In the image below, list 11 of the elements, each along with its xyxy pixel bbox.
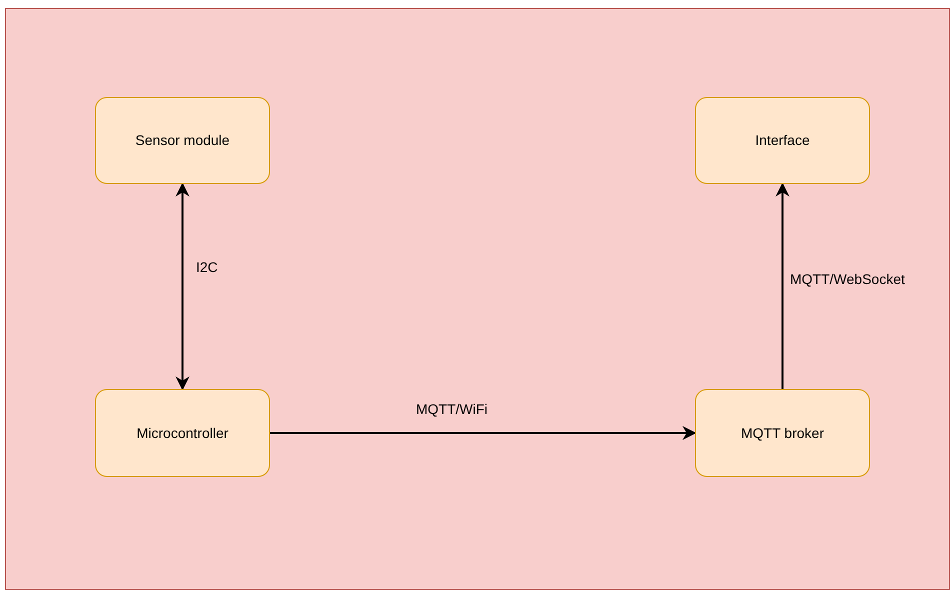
background-panel xyxy=(5,8,950,590)
process-box: MQTT broker xyxy=(695,389,870,477)
arrow xyxy=(176,182,190,390)
process-box: Interface xyxy=(695,97,870,184)
edge-label: I2C xyxy=(196,258,218,277)
arrow xyxy=(776,182,790,389)
edge-label: MQTT/WebSocket xyxy=(790,270,905,289)
arrow xyxy=(270,426,696,440)
edge-label: MQTT/WiFi xyxy=(416,400,488,419)
process-box: Microcontroller xyxy=(95,389,270,477)
process-box: Sensor module xyxy=(95,97,270,184)
